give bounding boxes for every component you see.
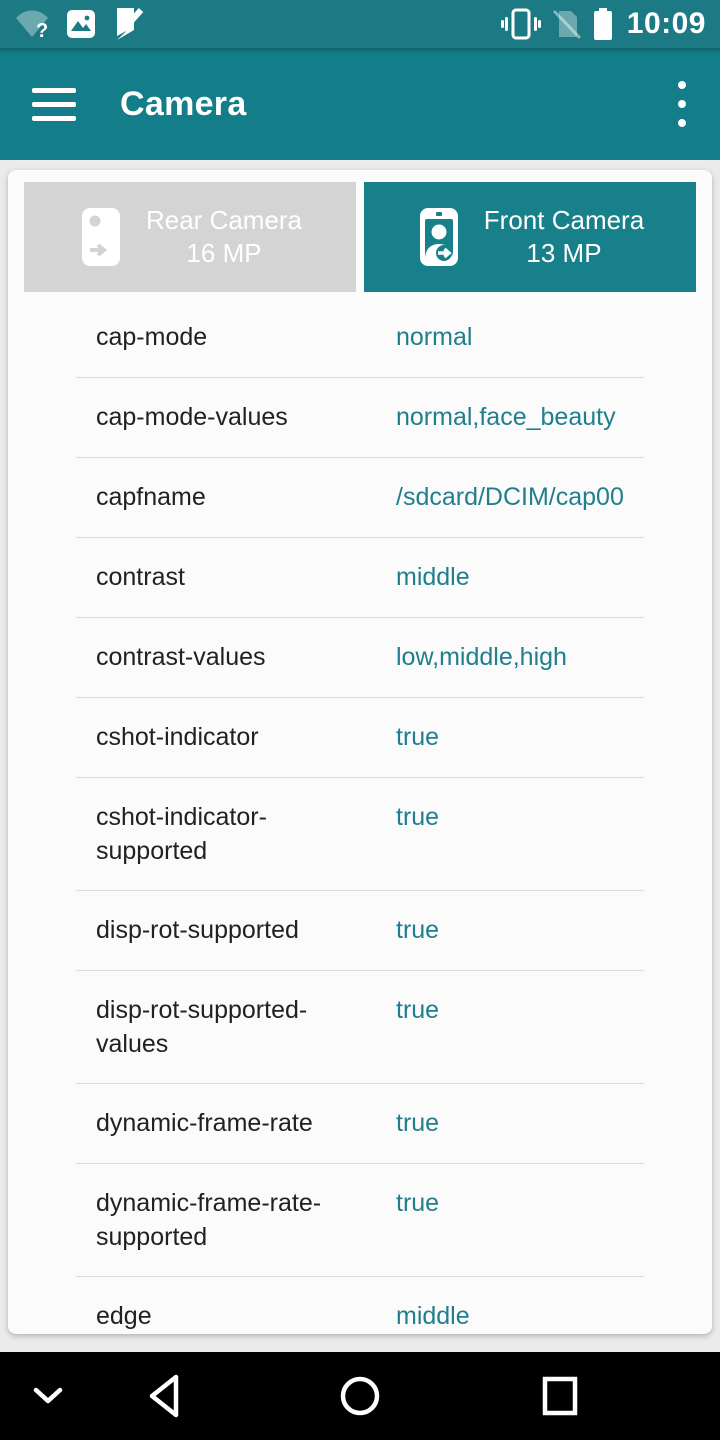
recents-icon[interactable] (515, 1352, 605, 1440)
app-bar: Camera (0, 48, 720, 160)
property-value: true (396, 996, 440, 1024)
gallery-icon (67, 10, 95, 38)
property-key: disp-rot-supported (96, 916, 299, 944)
row-divider (76, 457, 644, 458)
tab-rear-camera[interactable]: Rear Camera 16 MP (24, 182, 356, 292)
row-divider (76, 1163, 644, 1164)
status-bar-system: 10:09 (500, 7, 706, 41)
property-value: middle (396, 563, 470, 591)
property-key: cshot-indicator-supported (96, 803, 267, 865)
property-row: dynamic-frame-rate true (24, 1084, 696, 1163)
overflow-menu-icon[interactable] (668, 75, 696, 133)
clock: 10:09 (626, 7, 706, 40)
row-divider (76, 697, 644, 698)
property-value: true (396, 916, 440, 944)
status-bar: ? (0, 0, 720, 48)
back-icon[interactable] (120, 1352, 210, 1440)
tab-front-camera[interactable]: Front Camera 13 MP (364, 182, 696, 292)
check-badge-icon (117, 8, 144, 40)
menu-icon[interactable] (32, 87, 76, 121)
no-sim-icon (552, 9, 581, 40)
content-area: Rear Camera 16 MP Front (0, 160, 720, 1352)
tab-label: Rear Camera 16 MP (145, 205, 303, 268)
property-key: dynamic-frame-rate-supported (96, 1189, 322, 1251)
svg-text:?: ? (36, 20, 48, 41)
row-divider (76, 1276, 644, 1277)
property-key: disp-rot-supported-values (96, 996, 308, 1058)
camera-info-card: Rear Camera 16 MP Front (8, 170, 712, 1334)
property-key: capfname (96, 483, 206, 511)
battery-full-icon (593, 8, 612, 40)
property-row: cap-mode-values normal,face_beauty (24, 378, 696, 457)
camera-tabs: Rear Camera 16 MP Front (24, 182, 696, 292)
property-row: cshot-indicator true (24, 698, 696, 777)
property-key: cshot-indicator (96, 723, 259, 751)
property-row: edge middle (24, 1277, 696, 1334)
property-key: contrast-values (96, 643, 266, 671)
property-key: contrast (96, 563, 185, 591)
property-row: disp-rot-supported true (24, 891, 696, 970)
property-row: contrast middle (24, 538, 696, 617)
page-title: Camera (120, 84, 247, 123)
property-row: contrast-values low,middle,high (24, 618, 696, 697)
wifi-question-icon: ? (16, 10, 48, 41)
vibrate-icon (500, 8, 541, 40)
property-value: true (396, 1109, 440, 1137)
property-row: cap-mode normal (24, 298, 696, 377)
property-value: true (396, 723, 440, 751)
front-camera-icon (419, 208, 458, 266)
property-row: dynamic-frame-rate-supported true (24, 1164, 696, 1276)
navigation-bar (0, 1352, 720, 1440)
property-row: disp-rot-supported-values true (24, 971, 696, 1083)
tab-label: Front Camera 13 MP (483, 205, 645, 268)
property-key: cap-mode-values (96, 403, 288, 431)
property-value: low,middle,high (396, 643, 567, 671)
property-value: normal (396, 323, 473, 351)
property-key: dynamic-frame-rate (96, 1109, 313, 1137)
row-divider (76, 890, 644, 891)
property-value: middle (396, 1302, 470, 1330)
property-row: cshot-indicator-supported true (24, 778, 696, 890)
property-value: true (396, 1189, 440, 1217)
row-divider (76, 537, 644, 538)
home-icon[interactable] (315, 1352, 405, 1440)
row-divider (76, 377, 644, 378)
row-divider (76, 1083, 644, 1084)
rear-camera-icon (81, 208, 120, 266)
row-divider (76, 777, 644, 778)
property-value: true (396, 803, 440, 831)
row-divider (76, 970, 644, 971)
row-divider (76, 617, 644, 618)
property-value: normal,face_beauty (396, 403, 616, 431)
property-key: cap-mode (96, 323, 208, 351)
status-bar-notifications: ? (14, 6, 146, 42)
property-value: /sdcard/DCIM/cap00 (396, 483, 624, 511)
collapse-nav-icon[interactable] (18, 1352, 78, 1440)
property-list: cap-mode normal cap-mode-values normal,f… (24, 292, 696, 1334)
property-key: edge (96, 1302, 152, 1330)
property-row: capfname /sdcard/DCIM/cap00 (24, 458, 696, 537)
